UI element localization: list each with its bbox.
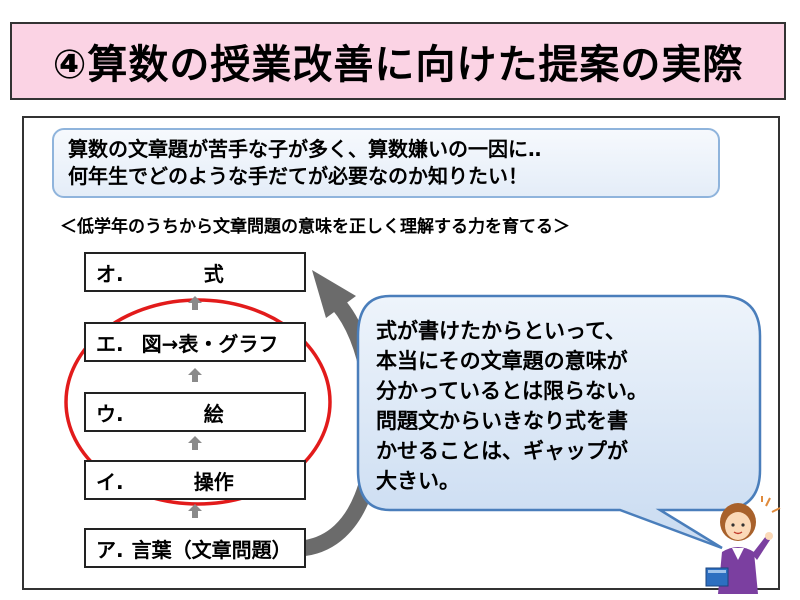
speech-bubble (356, 294, 762, 550)
up-arrow-icon (188, 296, 202, 310)
step-text: 操作 (193, 469, 234, 494)
step-o-formula: オ. 式 (84, 252, 306, 292)
subtitle: ＜低学年のうちから文章問題の意味を正しく理解する力を育てる＞ (60, 217, 570, 237)
title-banner: ④算数の授業改善に向けた提案の実際 (10, 22, 786, 100)
up-arrow-icon (188, 504, 202, 518)
step-label: オ. (96, 261, 124, 286)
step-label: ア. (96, 537, 124, 562)
bubble-line: 問題文からいきなり式を書 (376, 409, 628, 433)
step-text: 言葉（文章問題） (131, 537, 292, 562)
step-a-words: ア. 言葉（文章問題） (84, 528, 306, 568)
up-arrow-icon (188, 368, 202, 382)
up-arrow-icon (188, 436, 202, 450)
page-title: ④算数の授業改善に向けた提案の実際 (52, 42, 744, 88)
step-i-operation: イ. 操作 (84, 460, 306, 500)
step-text: 図→表・グラフ (141, 331, 279, 356)
step-u-picture: ウ. 絵 (84, 392, 306, 432)
bubble-line: かせることは、ギャップが (376, 439, 628, 463)
question-line-2: 何年生でどのような手だてが必要なのか知りたい！ (68, 164, 528, 188)
question-line-1: 算数の文章題が苦手な子が多く、算数嫌いの一因に‥ (68, 137, 542, 161)
question-box: 算数の文章題が苦手な子が多く、算数嫌いの一因に‥ 何年生でどのような手だてが必要… (52, 128, 720, 198)
teacher-illustration (705, 496, 781, 594)
step-e-diagram: エ. 図→表・グラフ (84, 322, 306, 362)
bubble-line: 本当にその文章題の意味が (376, 349, 628, 373)
step-label: ウ. (96, 401, 124, 426)
bubble-line: 大きい。 (376, 469, 460, 493)
bubble-text: 式が書けたからといって、 本当にその文章題の意味が 分かっているとは限らない。 … (376, 316, 736, 496)
step-label: エ. (96, 331, 124, 356)
bubble-line: 分かっているとは限らない。 (376, 379, 648, 403)
step-text: 絵 (203, 401, 224, 426)
step-label: イ. (96, 469, 124, 494)
step-text: 式 (203, 261, 224, 286)
bubble-line: 式が書けたからといって、 (376, 319, 626, 343)
